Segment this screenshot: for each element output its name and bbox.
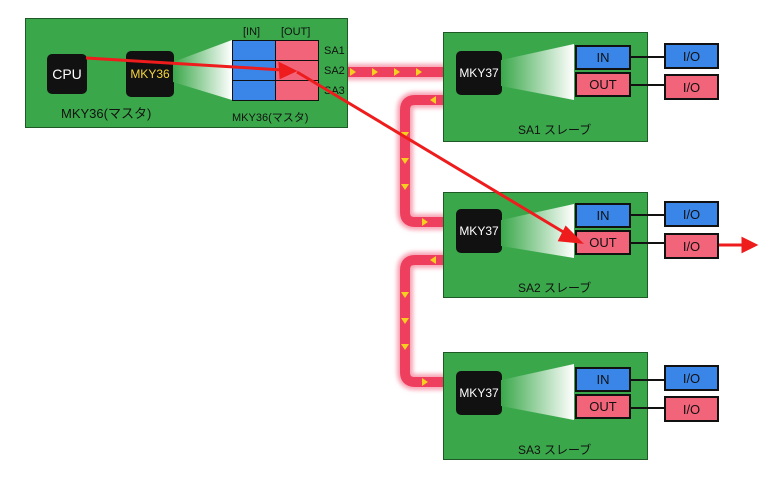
bus-arrow [401, 292, 409, 298]
io-label: I/O [682, 401, 701, 417]
master-in-sa2 [232, 60, 276, 81]
slave-in-sa2: IN [575, 203, 631, 228]
io-in-sa3: I/O [664, 365, 719, 391]
io-out-sa3: I/O [664, 396, 719, 422]
master-board-caption: MKY36(マスタ) [61, 106, 152, 121]
slave-chip-sa2: MKY37 [456, 209, 502, 253]
io-in-sa2: I/O [664, 201, 719, 227]
master-chip-label: MKY36 [130, 67, 170, 81]
master-chip: MKY36 [126, 51, 174, 97]
io-out-sa1: I/O [664, 74, 719, 100]
bus-arrow [430, 256, 436, 264]
io-label: I/O [682, 48, 701, 64]
slave-in-sa1: IN [575, 45, 631, 70]
io-out-sa2: I/O [664, 233, 719, 259]
master-out-sa2 [275, 60, 319, 81]
row-label-sa3: SA3 [324, 85, 345, 97]
io-label: I/O [682, 238, 701, 254]
slave-out-sa1: OUT [575, 72, 631, 97]
slave-chip-sa1: MKY37 [456, 51, 502, 95]
bus-arrow [422, 378, 428, 386]
master-out-sa1 [275, 40, 319, 61]
slave-chip-label: MKY37 [459, 224, 499, 238]
row-label-sa1: SA1 [324, 45, 345, 57]
io-in-sa1: I/O [664, 43, 719, 69]
slave-chip-label: MKY37 [459, 386, 499, 400]
master-out-sa3 [275, 80, 319, 101]
slave-in-sa3: IN [575, 367, 631, 392]
master-in-sa3 [232, 80, 276, 101]
io-label: I/O [682, 206, 701, 222]
slave-caption-sa3: SA3 スレーブ [518, 443, 592, 457]
slave-out-label: OUT [589, 235, 617, 250]
slave-caption-sa1: SA1 スレーブ [518, 123, 592, 137]
slave-in-label: IN [596, 372, 610, 387]
cpu-label: CPU [52, 66, 82, 82]
col-in-header: [IN] [243, 26, 261, 38]
slave-chip-sa3: MKY37 [456, 371, 502, 415]
bus-arrow [401, 344, 409, 350]
io-label: I/O [682, 79, 701, 95]
row-label-sa2: SA2 [324, 65, 345, 77]
slave-out-sa2: OUT [575, 230, 631, 255]
bus-arrow [401, 318, 409, 324]
slave-out-label: OUT [589, 77, 617, 92]
master-table-caption: MKY36(マスタ) [232, 112, 309, 124]
master-in-sa1 [232, 40, 276, 61]
col-out-header: [OUT] [281, 26, 311, 38]
io-label: I/O [682, 370, 701, 386]
slave-caption-sa2: SA2 スレーブ [518, 281, 592, 295]
slave-out-label: OUT [589, 399, 617, 414]
slave-in-label: IN [596, 50, 610, 65]
slave-in-label: IN [596, 208, 610, 223]
slave-chip-label: MKY37 [459, 66, 499, 80]
cpu-chip: CPU [47, 54, 87, 94]
slave-out-sa3: OUT [575, 394, 631, 419]
